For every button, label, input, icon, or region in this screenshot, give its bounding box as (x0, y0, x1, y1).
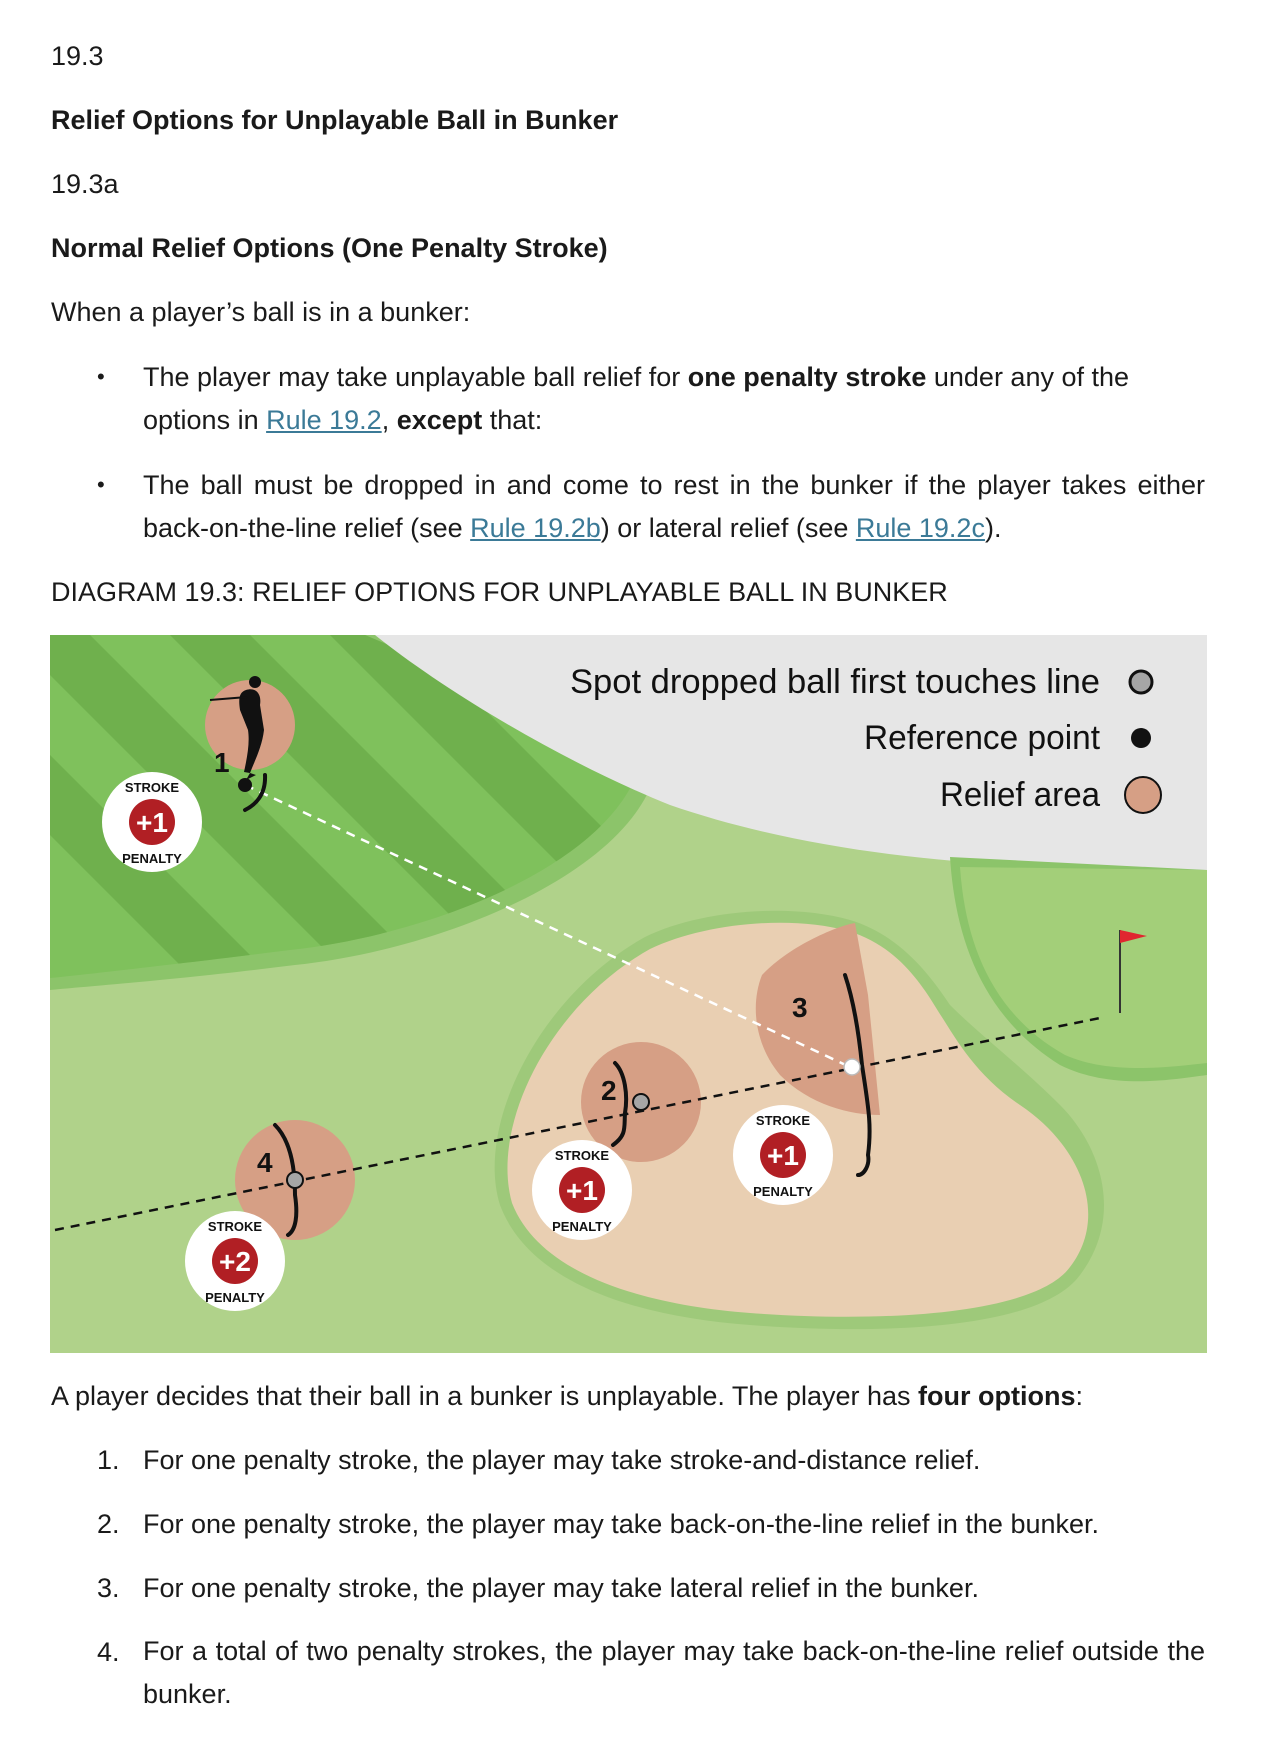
legend-relief-area-icon (1124, 776, 1162, 814)
penalty-badge-4: +2 STROKE PENALTY (185, 1211, 285, 1311)
bullet-2-text: ). (984, 513, 1002, 543)
badge-top: STROKE (125, 780, 180, 795)
drop-spot-4 (286, 1171, 304, 1189)
legend-background (375, 635, 1207, 870)
summary-text: A player decides that their ball in a bu… (51, 1376, 1083, 1416)
bullet-1-text: The player may take unplayable ball reli… (143, 362, 688, 392)
diagram-caption: DIAGRAM 19.3: RELIEF OPTIONS FOR UNPLAYA… (51, 577, 948, 607)
bullet-2-text: ) or lateral relief (see (600, 513, 856, 543)
rule-title: Relief Options for Unplayable Ball in Bu… (51, 105, 619, 135)
summary-part: : (1075, 1381, 1084, 1411)
reference-line (54, 1016, 1101, 1232)
subrule-number: 19.3a (51, 169, 119, 199)
badge-value: +2 (219, 1246, 251, 1277)
badge-value: +1 (566, 1175, 598, 1206)
golfer-icon (209, 676, 264, 780)
reference-point-1 (238, 778, 252, 792)
bullet-symbol: • (97, 472, 105, 497)
option-number-2: 2 (601, 1075, 617, 1106)
legend-drop-spot-label: Spot dropped ball first touches line (570, 663, 1100, 701)
relief-options-diagram: 1 2 3 4 +1 STROKE PENALTY +1 STROKE PENA… (50, 635, 1207, 1353)
badge-top: STROKE (756, 1113, 811, 1128)
badge-bottom: PENALTY (122, 851, 182, 866)
bullet-2-text: The ball must be dropped in and come to … (143, 470, 1205, 543)
diagram-legend: Spot dropped ball first touches line Ref… (570, 663, 1162, 814)
intro-text: When a player’s ball is in a bunker: (51, 297, 471, 327)
bullet-symbol: • (97, 364, 105, 389)
list-number-2: 2. (97, 1509, 120, 1539)
legend-drop-spot-icon (1128, 669, 1154, 695)
summary-part: A player decides that their ball in a bu… (51, 1381, 919, 1411)
bullet-item-2: The ball must be dropped in and come to … (143, 464, 1205, 550)
bullet-1-text: that: (482, 405, 543, 435)
bullet-1-text: under any of the options in (143, 362, 1130, 435)
bullet-1-bold: except (396, 405, 483, 435)
badge-value: +1 (767, 1140, 799, 1171)
list-item-1: For one penalty stroke, the player may t… (143, 1445, 981, 1475)
rule-19-2c-link[interactable]: Rule 19.2c (855, 513, 985, 543)
badge-bottom: PENALTY (552, 1219, 612, 1234)
club-3 (843, 973, 872, 1177)
badge-bottom: PENALTY (753, 1184, 813, 1199)
drop-spot-2 (632, 1093, 650, 1111)
club-2 (611, 1061, 629, 1147)
legend-relief-area-label: Relief area (940, 776, 1100, 814)
bullet-1-text: , (381, 405, 397, 435)
penalty-badge-1: +1 STROKE PENALTY (102, 772, 202, 872)
badge-top: STROKE (555, 1148, 610, 1163)
penalty-badge-3: +1 STROKE PENALTY (733, 1105, 833, 1205)
badge-top: STROKE (208, 1219, 263, 1234)
legend-reference-point-label: Reference point (864, 719, 1101, 757)
ball-in-bunker (843, 1058, 861, 1076)
club-1 (243, 773, 268, 812)
badge-bottom: PENALTY (205, 1290, 265, 1305)
legend-reference-point-icon (1131, 728, 1151, 748)
summary-bold: four options (918, 1381, 1076, 1411)
option-number-1: 1 (214, 747, 230, 778)
penalty-badge-2: +1 STROKE PENALTY (532, 1140, 632, 1240)
list-number-3: 3. (97, 1573, 120, 1603)
flag (1120, 930, 1147, 943)
rule-19-2-link[interactable]: Rule 19.2 (266, 405, 382, 435)
rule-19-2b-link[interactable]: Rule 19.2b (470, 513, 601, 543)
list-item-2: For one penalty stroke, the player may t… (143, 1509, 1100, 1539)
putting-green (960, 867, 1207, 1068)
bullet-1-bold: one penalty stroke (687, 362, 927, 392)
subrule-title: Normal Relief Options (One Penalty Strok… (51, 233, 608, 263)
bullet-item-1: The player may take unplayable ball reli… (143, 356, 1205, 442)
list-item-4: For a total of two penalty strokes, the … (143, 1636, 1205, 1709)
list-number-1: 1. (97, 1445, 120, 1475)
rule-number: 19.3 (51, 41, 104, 71)
badge-value: +1 (136, 807, 168, 838)
option-number-4: 4 (257, 1147, 273, 1178)
club-4 (273, 1123, 299, 1237)
option-number-3: 3 (792, 992, 808, 1023)
list-item-3: For one penalty stroke, the player may t… (143, 1573, 979, 1603)
list-number-4: 4. (97, 1637, 120, 1667)
